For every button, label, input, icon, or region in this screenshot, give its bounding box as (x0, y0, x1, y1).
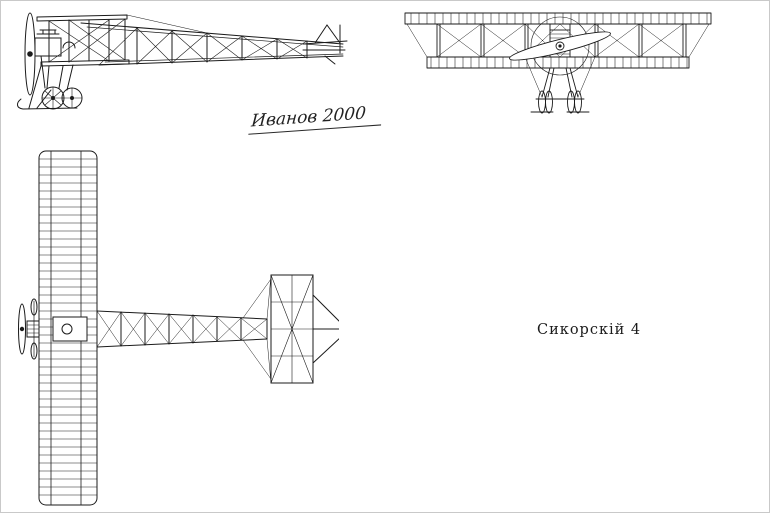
engine (34, 29, 62, 57)
tail-boom (80, 22, 344, 66)
nacelle (52, 316, 88, 342)
top-view-structure (18, 150, 339, 506)
pilot-seat (62, 41, 76, 49)
side-view-drawing (17, 12, 348, 110)
tail-surfaces (302, 24, 348, 65)
propeller-icon (18, 303, 26, 355)
engine (26, 320, 40, 338)
front-view-drawing (404, 12, 712, 114)
aircraft-caption: Сикорскій 4 (537, 322, 642, 338)
landing-gear (30, 298, 38, 360)
wings (36, 14, 130, 67)
landing-gear (17, 55, 83, 110)
tail-boom (96, 310, 268, 348)
front-view-structure (404, 12, 712, 114)
propeller-icon (509, 16, 611, 76)
bracing-wires (406, 23, 710, 98)
bottom-wing (426, 56, 690, 69)
landing-gear (530, 67, 590, 114)
propeller-icon (24, 12, 36, 96)
bracing-wires (48, 14, 308, 66)
top-wing (404, 12, 712, 25)
top-view-drawing (18, 150, 339, 506)
tail-surfaces (242, 274, 339, 384)
side-view-structure (17, 12, 348, 110)
